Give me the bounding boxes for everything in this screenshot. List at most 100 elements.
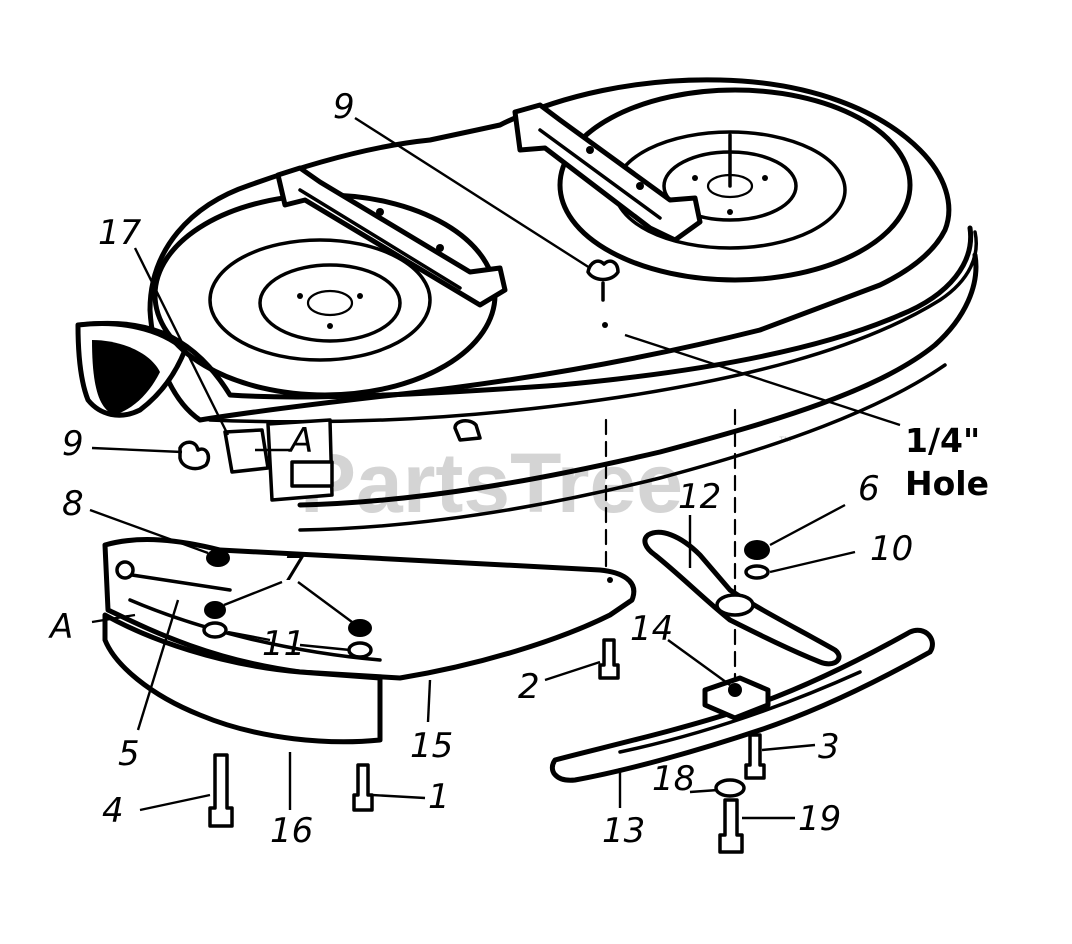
deflector-pivot [115, 560, 135, 580]
blade-assembly [549, 408, 935, 783]
callout-A-left: A [48, 607, 73, 647]
leader-1 [371, 793, 426, 800]
leader-9-left [91, 446, 183, 454]
bolt-3 [744, 733, 766, 780]
leader-10 [769, 550, 856, 574]
deflector-shield-15 [102, 537, 637, 681]
watermark-text: PartsTree [300, 436, 683, 530]
callout-3: 3 [818, 727, 840, 767]
deck-slot-mark [453, 419, 482, 442]
callout-7: 7 [283, 549, 305, 589]
leader-17 [133, 247, 230, 436]
callout-16: 16 [270, 811, 313, 851]
right-hanger-bracket-edge [538, 128, 662, 220]
discharge-flap-shadow [92, 340, 160, 415]
leader-8 [89, 508, 209, 555]
callout-13: 13 [602, 811, 645, 851]
blade-adapter-14 [702, 675, 771, 721]
callout-9-top: 9 [333, 87, 355, 127]
deck-front-skirt [77, 225, 974, 400]
bolt-1 [352, 763, 374, 812]
callout-1: 1 [428, 777, 450, 817]
callout-5: 5 [118, 734, 140, 774]
leader-lines [89, 116, 901, 820]
left-spindle-bolt [297, 293, 303, 299]
leader-11-left [227, 630, 271, 642]
left-hanger-bracket-edge [298, 188, 462, 290]
wing-nut-left [178, 440, 211, 471]
callout-4: 4 [102, 791, 124, 831]
callout-19: 19 [798, 799, 841, 839]
mower-deck-housing [75, 77, 979, 532]
hole-note-size: 1/4" [905, 421, 980, 460]
deck-skirt-lower-edge [208, 230, 978, 424]
leader-9-top [354, 116, 591, 270]
callout-12: 12 [678, 477, 721, 517]
callout-10: 10 [870, 529, 913, 569]
deflector-rod [130, 573, 232, 592]
callout-8: 8 [62, 484, 84, 524]
left-spindle-bolt [357, 293, 363, 299]
callout-11: 11 [262, 624, 305, 664]
callout-15: 15 [410, 726, 453, 766]
bracket-hole [436, 244, 444, 252]
blade-adapter-center [728, 683, 742, 697]
right-spindle-bolt [727, 209, 733, 215]
side-bracket [223, 428, 270, 474]
callout-6: 6 [858, 469, 880, 509]
washer-18 [714, 778, 746, 798]
leader-11-right [299, 643, 351, 652]
hole-note-label: Hole [905, 464, 989, 503]
callout-17: 17 [98, 213, 142, 253]
deck-right-rim [297, 252, 979, 508]
deck-right-rim-inner [298, 363, 947, 532]
deck-top-outline [147, 77, 952, 423]
leader-2 [544, 660, 601, 682]
lock-nut-11-left [202, 621, 228, 639]
washer-7-left [204, 601, 226, 619]
left-spindle-hub [306, 289, 354, 317]
left-hanger-bracket [275, 165, 508, 308]
leader-15 [426, 679, 432, 723]
left-pulley-ring [208, 238, 432, 362]
callout-A-top: A [288, 421, 313, 461]
quarter-inch-hole [602, 322, 608, 328]
deflector-inner-edge [128, 598, 382, 662]
leader-3 [761, 743, 816, 752]
bracket-hole [376, 208, 384, 216]
right-spindle-bolt [692, 175, 698, 181]
callout-9-left: 9 [62, 424, 84, 464]
right-spindle-bolt [762, 175, 768, 181]
wing-nut-top [586, 259, 620, 282]
leader-18 [689, 788, 719, 794]
washer-7-right [348, 619, 372, 637]
callout-2: 2 [518, 667, 540, 707]
leader-14 [667, 639, 731, 686]
deflector-assembly [102, 537, 637, 745]
deflector-hole [607, 577, 613, 583]
leader-6 [769, 503, 846, 547]
leader-7-right [297, 581, 353, 623]
left-spindle-housing [258, 263, 402, 343]
leader-A-left [91, 613, 136, 624]
callout-18: 18 [652, 759, 695, 799]
callout-labels: 9 17 9 8 7 A 11 5 4 16 1 15 2 13 18 19 3… [48, 87, 989, 851]
bolt-19 [718, 798, 744, 854]
right-pulley-dome [557, 87, 913, 283]
leader-quarter-hole [624, 333, 901, 427]
bracket-hole [586, 146, 594, 154]
nut-6 [744, 540, 770, 560]
blade-12-hub [715, 593, 755, 617]
hardware [202, 540, 770, 854]
deflector-plate-16 [102, 612, 383, 745]
left-spindle-bolt [327, 323, 333, 329]
lock-nut-8 [206, 549, 230, 567]
bracket-hole [636, 182, 644, 190]
lock-nut-11-right [347, 641, 373, 659]
right-hanger-bracket [512, 102, 703, 243]
leader-4 [139, 793, 211, 812]
side-latch [290, 460, 334, 488]
callout-14: 14 [630, 609, 673, 649]
bolt-4 [208, 753, 234, 828]
washer-10 [744, 564, 770, 580]
